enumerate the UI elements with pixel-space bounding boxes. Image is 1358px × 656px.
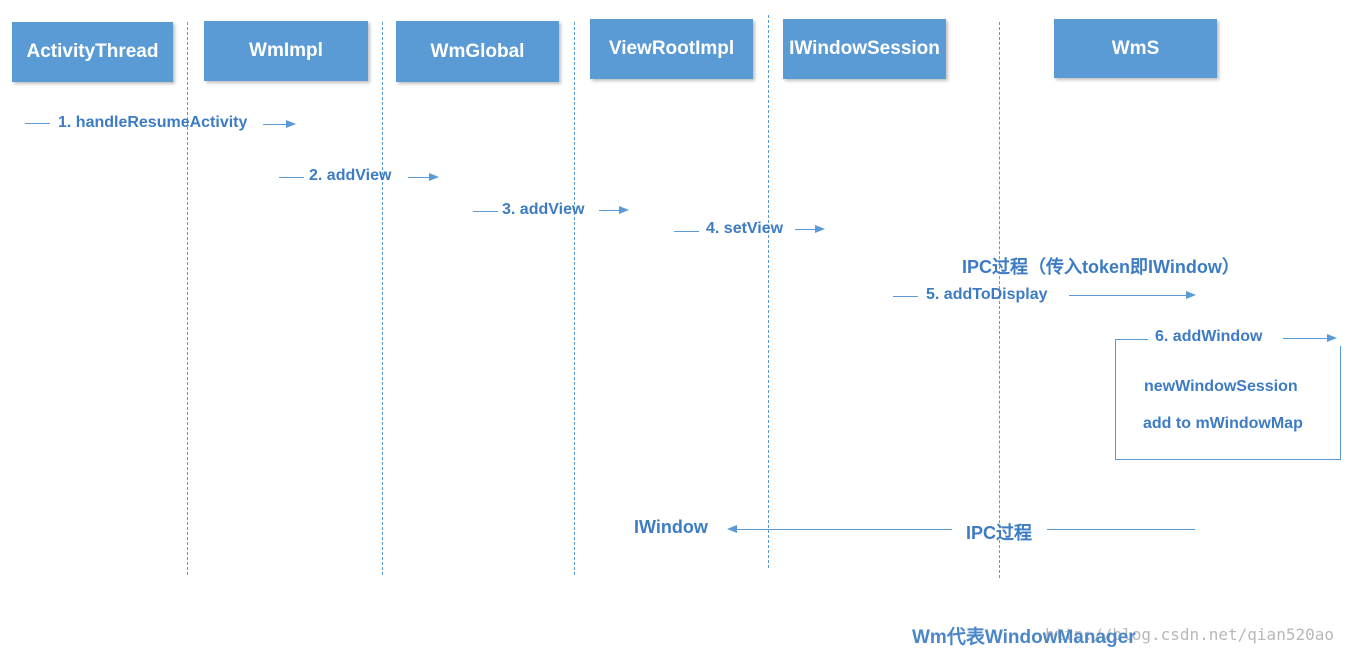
- message-6-label: 6. addWindow: [1155, 328, 1263, 345]
- bracket-right: [1340, 346, 1341, 459]
- lifeline: [382, 22, 383, 575]
- return-iwindow-label: IWindow: [634, 517, 708, 537]
- message-2-label: 2. addView: [309, 167, 392, 184]
- return-ipc-label: IPC过程: [966, 523, 1033, 543]
- participant-wm-impl: WmImpl: [204, 21, 368, 81]
- new-window-session-note: newWindowSession: [1144, 378, 1298, 395]
- lifeline: [768, 15, 769, 568]
- message-line: [279, 177, 304, 178]
- arrow-head: [815, 225, 825, 233]
- arrow-head: [1186, 291, 1196, 299]
- lifeline: [574, 22, 575, 575]
- arrow-head: [429, 173, 439, 181]
- message-line: [736, 529, 952, 530]
- message-line: [263, 124, 287, 125]
- ipc-token-note: IPC过程（传入token即IWindow）: [962, 257, 1240, 277]
- message-line: [408, 177, 430, 178]
- participant-wm-global: WmGlobal: [396, 21, 559, 82]
- arrow-head: [1327, 334, 1337, 342]
- message-line: [893, 296, 918, 297]
- lifeline: [187, 22, 188, 575]
- message-1-label: 1. handleResumeActivity: [58, 114, 248, 131]
- message-line: [25, 123, 50, 124]
- message-line: [1069, 295, 1187, 296]
- arrow-head: [727, 525, 737, 533]
- message-line: [473, 211, 498, 212]
- participant-activity-thread: ActivityThread: [12, 22, 173, 82]
- add-to-window-map-note: add to mWindowMap: [1143, 415, 1303, 432]
- participant-view-root-impl: ViewRootImpl: [590, 19, 753, 79]
- lifeline: [999, 22, 1000, 578]
- bracket-left: [1115, 339, 1116, 459]
- message-line: [795, 229, 816, 230]
- message-line: [1283, 338, 1328, 339]
- participant-wms: WmS: [1054, 19, 1217, 78]
- participant-iwindow-session: IWindowSession: [783, 19, 946, 79]
- message-line: [1115, 339, 1148, 340]
- arrow-head: [286, 120, 296, 128]
- message-line: [1047, 529, 1195, 530]
- message-4-label: 4. setView: [706, 220, 784, 237]
- message-5-label: 5. addToDisplay: [926, 286, 1048, 303]
- footer-note: Wm代表WindowManager: [912, 627, 1136, 648]
- message-line: [674, 231, 699, 232]
- message-line: [599, 210, 620, 211]
- message-3-label: 3. addView: [502, 201, 585, 218]
- arrow-head: [619, 206, 629, 214]
- bracket-bottom: [1115, 459, 1341, 460]
- watermark: http://blog.csdn.net/qian520ao: [1045, 625, 1334, 644]
